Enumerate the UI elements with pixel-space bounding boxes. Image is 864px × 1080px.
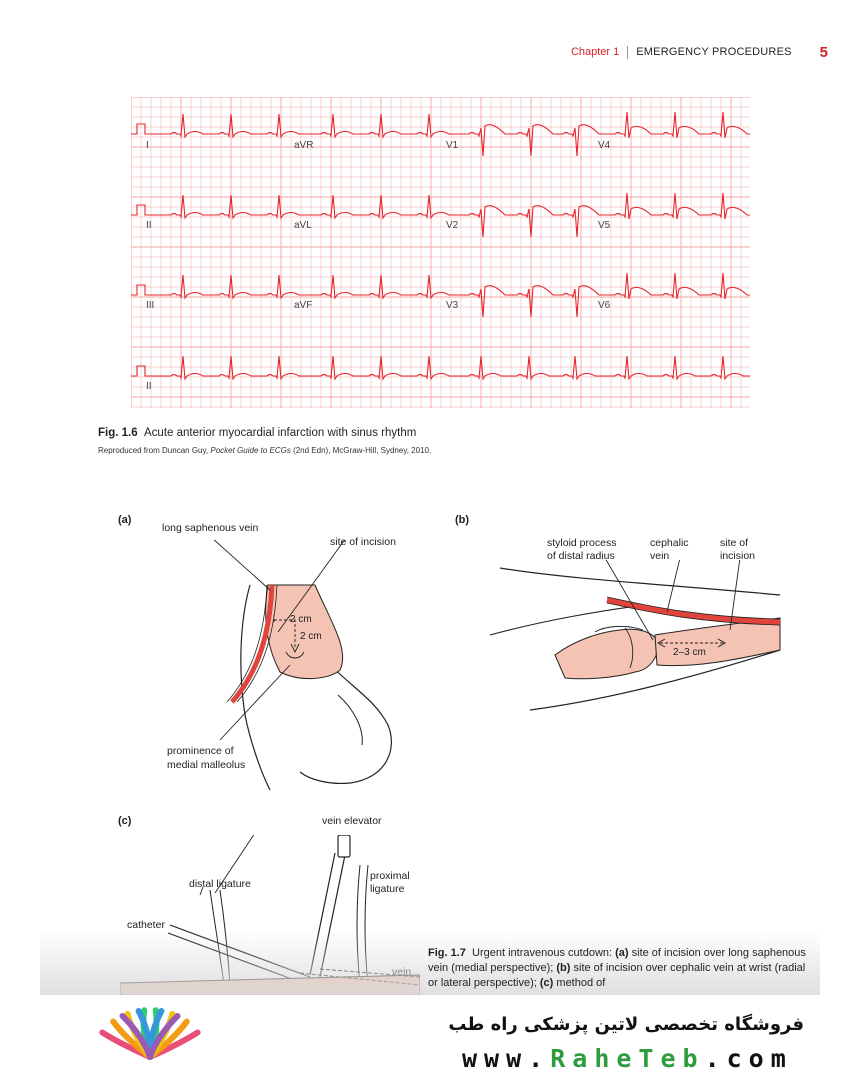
caption-ref-a: (a) bbox=[615, 947, 629, 959]
long-saphenous-vein-label: long saphenous vein bbox=[162, 522, 259, 534]
url-prefix: www. bbox=[462, 1044, 551, 1073]
ecg-lead-label: II bbox=[146, 220, 152, 231]
fig16-title: Acute anterior myocardial infarction wit… bbox=[144, 427, 417, 439]
distal-ligature-label: distal ligature bbox=[189, 878, 251, 890]
styloid-label-2: of distal radius bbox=[547, 550, 615, 562]
watermark-banner bbox=[0, 995, 864, 1080]
url-brand: RaheTeb bbox=[550, 1044, 705, 1073]
shop-name: فروشگاه تخصصی لاتین پزشکی راه طب bbox=[448, 1014, 804, 1035]
ecg-lead-label: V3 bbox=[446, 300, 459, 311]
chapter-label: Chapter 1 bbox=[570, 46, 620, 58]
ecg-lead-label: V6 bbox=[598, 300, 611, 311]
fig17-caption: Fig. 1.7 Urgent intravenous cutdown: (a)… bbox=[428, 946, 808, 991]
styloid-label-1: styloid process bbox=[547, 537, 617, 549]
ecg-lead-label: V2 bbox=[446, 220, 459, 231]
distance-label-b: 2–3 cm bbox=[673, 647, 706, 658]
ankle-illustration bbox=[213, 540, 392, 791]
ecg-lead-label: III bbox=[146, 300, 155, 311]
ecg-traces bbox=[131, 111, 750, 381]
fig16-credit: Reproduced from Duncan Guy, Pocket Guide… bbox=[98, 446, 431, 455]
ecg-lead-label: V1 bbox=[446, 140, 459, 151]
incision-label-b2: incision bbox=[720, 550, 756, 562]
ecg-lead-label: V4 bbox=[598, 140, 611, 151]
caption-part-2: site of incision over long saphenous vei… bbox=[428, 947, 806, 974]
ecg-trace-row bbox=[131, 272, 750, 318]
proximal-ligature-label-1: proximal bbox=[370, 870, 410, 882]
caption-part-3: site of incision over cephalic vein at w… bbox=[428, 962, 806, 989]
proximal-ligature-label-2: ligature bbox=[370, 883, 405, 895]
ecg-lead-label: V5 bbox=[598, 220, 611, 231]
fig16-caption: Fig. 1.6 Acute anterior myocardial infar… bbox=[98, 427, 416, 439]
url-suffix: .com bbox=[704, 1044, 793, 1073]
vein-elevator-label: vein elevator bbox=[322, 815, 382, 827]
ecg-tracing bbox=[131, 97, 750, 408]
cephalic-label-2: vein bbox=[650, 550, 670, 562]
credit-prefix: Reproduced from Duncan Guy, bbox=[98, 446, 211, 455]
fig17-label: Fig. 1.7 bbox=[428, 947, 466, 959]
cephalic-label-1: cephalic bbox=[650, 537, 689, 549]
shop-url: www.RaheTeb.com bbox=[462, 1044, 793, 1073]
caption-part-1: Urgent intravenous cutdown: bbox=[472, 947, 616, 959]
incision-label-b1: site of bbox=[720, 537, 749, 549]
panel-a-tag: (a) bbox=[118, 514, 132, 526]
running-head: Chapter 1 EMERGENCY PROCEDURES 5 bbox=[570, 43, 828, 61]
caption-ref-c: (c) bbox=[539, 977, 554, 989]
ecg-lead-label: aVL bbox=[294, 220, 312, 231]
ecg-trace-row bbox=[131, 192, 750, 238]
ecg-lead-label: I bbox=[146, 140, 149, 151]
section-label: EMERGENCY PROCEDURES bbox=[636, 46, 792, 58]
caption-ref-b: (b) bbox=[556, 962, 571, 974]
distance-label-a1: 2 cm bbox=[290, 614, 312, 625]
panel-c-tag: (c) bbox=[118, 815, 132, 827]
header-divider bbox=[627, 45, 629, 59]
bottom-fade bbox=[40, 930, 820, 995]
malleolus-label-2: medial malleolus bbox=[167, 759, 246, 771]
ecg-lead-label: aVR bbox=[294, 140, 314, 151]
logo-ray-right bbox=[119, 1013, 153, 1060]
ecg-lead-label: aVF bbox=[294, 300, 313, 311]
fig16-label: Fig. 1.6 bbox=[98, 427, 138, 439]
ecg-trace-row bbox=[131, 111, 750, 157]
site-of-incision-label-a: site of incision bbox=[330, 536, 396, 548]
malleolus-label-1: prominence of bbox=[167, 745, 234, 757]
ecg-trace-row bbox=[131, 355, 750, 381]
panel-b-tag: (b) bbox=[455, 514, 470, 526]
ecg-lead-label: II bbox=[146, 381, 152, 392]
credit-suffix: (2nd Edn), McGraw-Hill, Sydney, 2010. bbox=[290, 446, 432, 455]
caption-part-4: method of bbox=[553, 977, 606, 989]
page-number: 5 bbox=[819, 43, 828, 61]
credit-book: Pocket Guide to ECGs bbox=[210, 446, 291, 455]
book-logo-icon bbox=[99, 1007, 201, 1060]
wrist-illustration bbox=[489, 560, 781, 711]
distance-label-a2: 2 cm bbox=[300, 631, 322, 642]
catheter-label: catheter bbox=[127, 919, 165, 931]
ecg-grid bbox=[131, 97, 750, 408]
